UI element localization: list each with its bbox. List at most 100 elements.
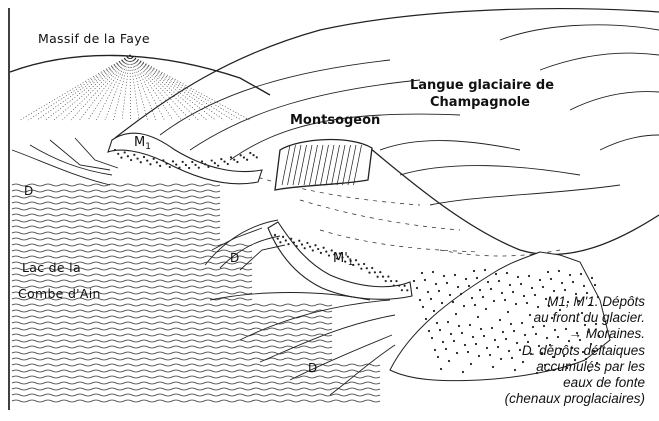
glacier-dash	[320, 230, 480, 252]
label-d2: D	[230, 251, 239, 265]
lake-wave-line	[12, 256, 252, 258]
lake-wave-line	[12, 346, 332, 348]
stipple-dot	[476, 277, 478, 279]
stipple-dot	[312, 249, 314, 251]
stipple-dot	[465, 278, 467, 280]
lake-wave-line	[12, 226, 220, 228]
label-massif: Massif de la Faye	[38, 31, 150, 46]
stipple-dot	[130, 159, 132, 161]
stipple-dot	[178, 167, 180, 169]
stipple-dot	[468, 285, 470, 287]
stipple-dot	[175, 163, 177, 165]
stipple-dot	[379, 271, 381, 273]
stipple-dot	[490, 288, 492, 290]
lake-wave-line	[12, 232, 220, 234]
stipple-dot	[479, 289, 481, 291]
massif-hatch-line	[88, 55, 130, 120]
stipple-dot	[393, 284, 395, 286]
stipple-dot	[371, 267, 373, 269]
lake-wave-line	[12, 376, 380, 378]
stipple-dot	[274, 234, 276, 236]
stipple-dot	[406, 289, 408, 291]
lake-wave-line	[12, 364, 380, 366]
moraine-m1	[108, 133, 262, 184]
stipple-dot	[124, 151, 126, 153]
stipple-dot	[296, 245, 298, 247]
stipple-dot	[317, 248, 319, 250]
lake-wave-line	[12, 214, 220, 216]
stipple-dot	[249, 152, 251, 154]
stipple-dot	[279, 241, 281, 243]
stipple-dot	[304, 247, 306, 249]
massif-hatch-line	[130, 55, 224, 120]
massif-hatch-line	[29, 55, 131, 120]
stipple-dot	[484, 269, 486, 271]
lake-wave-line	[12, 238, 220, 240]
stipple-dot	[133, 154, 135, 156]
stipple-dot	[377, 276, 379, 278]
stipple-dot	[201, 160, 203, 162]
lake-wave-line	[12, 202, 220, 204]
stipple-dot	[191, 161, 193, 163]
legend-line-7: (chenaux proglaciaires)	[405, 391, 645, 407]
stipple-dot	[223, 161, 225, 163]
lake-wave-line	[12, 394, 380, 396]
legend-line-5: accumulés par les	[405, 359, 645, 375]
massif-hatch-line	[130, 55, 131, 120]
label-montsogeon: Montsogeon	[290, 113, 380, 128]
massif-hatch-line	[46, 55, 131, 120]
stipple-dot	[287, 243, 289, 245]
stipple-dot	[285, 239, 287, 241]
lake-wave-line	[12, 382, 380, 384]
stipple-dot	[214, 162, 216, 164]
stipple-dot	[368, 271, 370, 273]
stipple-dot	[282, 236, 284, 238]
stipple-dot	[531, 287, 533, 289]
stipple-dot	[227, 163, 229, 165]
stipple-dot	[542, 286, 544, 288]
stipple-dot	[517, 276, 519, 278]
stipple-dot	[580, 273, 582, 275]
stipple-dot	[162, 159, 164, 161]
delta-d1	[12, 138, 118, 185]
stipple-dot	[374, 271, 376, 273]
legend-line-4: D. dépôts déltaiques	[405, 343, 645, 359]
stipple-dot	[432, 271, 434, 273]
stipple-dot	[204, 163, 206, 165]
stipple-dot	[252, 154, 254, 156]
stipple-dot	[172, 160, 174, 162]
stipple-dot	[240, 154, 242, 156]
stipple-dot	[328, 254, 330, 256]
stipple-dot	[159, 165, 161, 167]
stipple-dot	[498, 280, 500, 282]
lake-wave-line	[12, 220, 220, 222]
stipple-dot	[446, 282, 448, 284]
stipple-dot	[424, 279, 426, 281]
stipple-dot	[153, 158, 155, 160]
stipple-dot	[454, 274, 456, 276]
stipple-dot	[149, 163, 151, 165]
stipple-dot	[509, 284, 511, 286]
stipple-dot	[438, 290, 440, 292]
stipple-dot	[572, 281, 574, 283]
glacier-arc	[400, 166, 580, 175]
glacier-arc	[380, 141, 520, 150]
stipple-dot	[198, 167, 200, 169]
glacier-arc	[500, 25, 659, 40]
lake-wave-line	[12, 328, 332, 330]
lake-wave-line	[12, 310, 332, 312]
stipple-dot	[243, 156, 245, 158]
stipple-dot	[146, 160, 148, 162]
massif-hatch-line	[130, 55, 216, 120]
stipple-dot	[246, 159, 248, 161]
stipple-dot	[385, 280, 387, 282]
stipple-dot	[207, 166, 209, 168]
stipple-dot	[528, 275, 530, 277]
lake-wave-line	[12, 316, 332, 318]
stipple-dot	[293, 241, 295, 243]
lake-wave-line	[12, 280, 252, 282]
delta-d3	[210, 293, 395, 396]
massif-hatch-line	[63, 55, 131, 120]
stipple-dot	[553, 290, 555, 292]
stipple-dot	[421, 272, 423, 274]
